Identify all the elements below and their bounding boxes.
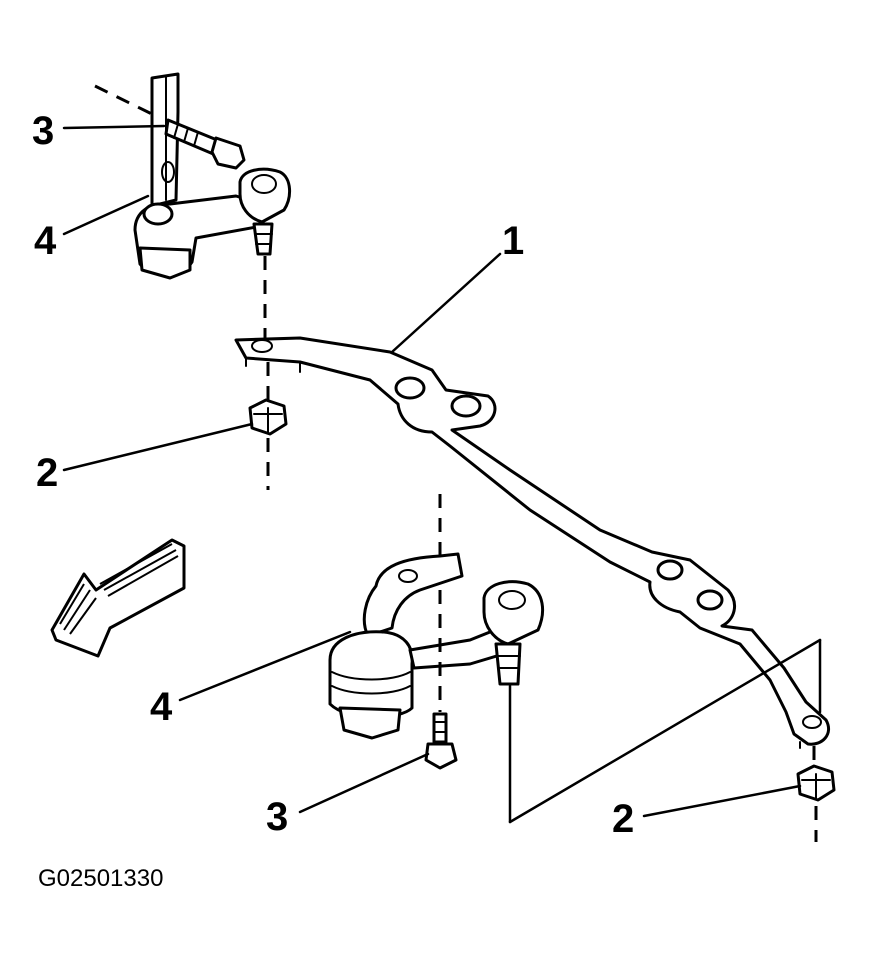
figure-id: G02501330 <box>38 865 163 892</box>
callout-relay-rod: 1 <box>502 219 524 263</box>
top-idler-arm <box>133 167 291 280</box>
relay-rod <box>234 336 831 749</box>
callout-idler-arm-bottom: 4 <box>150 685 173 729</box>
leader-lines <box>62 124 822 824</box>
callout-bolt-bottom: 3 <box>266 795 288 839</box>
bottom-bolt <box>424 712 458 770</box>
bottom-frame-bracket <box>362 552 464 638</box>
right-nut <box>796 746 836 842</box>
bottom-idler-arm-assembly <box>328 494 545 824</box>
callout-idler-arm-top: 4 <box>34 219 57 263</box>
callout-nut-left: 2 <box>36 451 58 495</box>
top-bolt <box>164 118 246 170</box>
top-idler-arm-assembly <box>94 72 291 340</box>
front-direction-arrow-icon <box>50 538 186 658</box>
callout-nut-right: 2 <box>612 797 634 841</box>
top-frame-bracket <box>150 72 180 208</box>
bottom-idler-arm <box>328 580 545 740</box>
callout-bolt-top: 3 <box>32 109 54 153</box>
left-nut <box>248 362 288 490</box>
top-frame-centerline <box>94 84 161 120</box>
